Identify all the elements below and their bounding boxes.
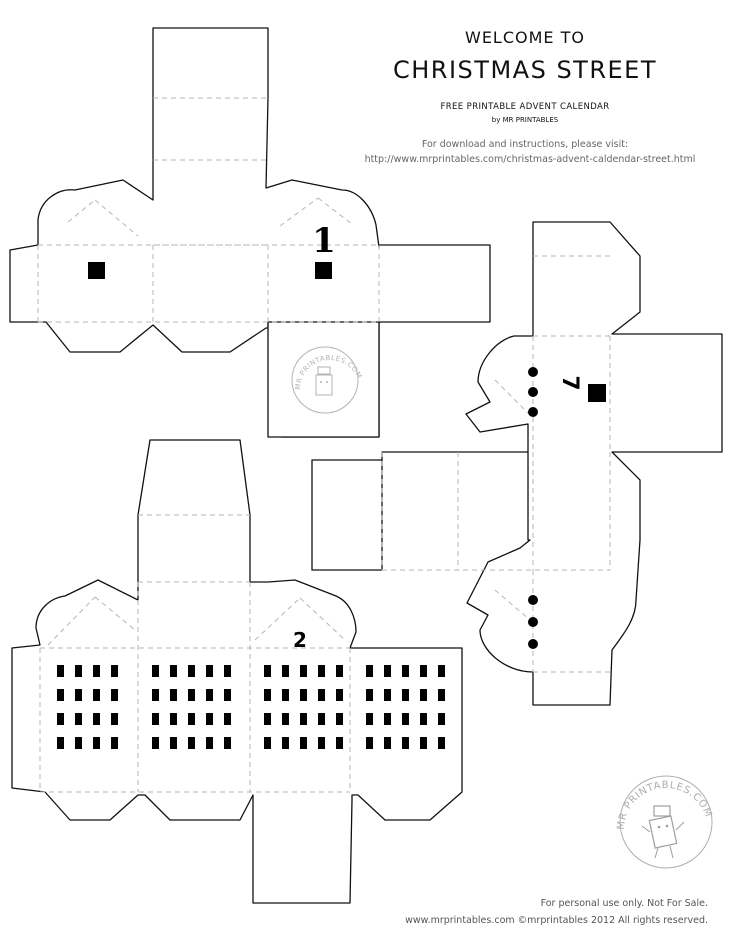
- subtitle: FREE PRINTABLE ADVENT CALENDAR: [440, 102, 610, 112]
- house-2-template: 2: [11, 439, 463, 904]
- window: [528, 639, 538, 649]
- window: [88, 262, 105, 279]
- house-1-number: 1: [312, 221, 336, 261]
- copyright-notice: www.mrprintables.com ©mrprintables 2012 …: [405, 915, 708, 926]
- window-grid-4: [366, 665, 445, 749]
- window: [315, 262, 332, 279]
- house-2-number: 2: [293, 628, 307, 652]
- window-grid-3: [264, 665, 343, 749]
- title-line-1: WELCOME TO: [465, 28, 585, 47]
- house-3-template: 7: [311, 221, 723, 706]
- window: [528, 617, 538, 627]
- page-title: CHRISTMAS STREET: [393, 56, 657, 84]
- window: [528, 387, 538, 397]
- window: [588, 384, 606, 402]
- download-url-link[interactable]: http://www.mrprintables.com/christmas-ad…: [364, 154, 696, 165]
- house-3-number: 7: [557, 375, 582, 390]
- window: [528, 407, 538, 417]
- byline: by MR PRINTABLES: [491, 116, 559, 124]
- svg-text:MR PRINTABLES.COM: MR PRINTABLES.COM: [616, 780, 714, 830]
- window: [528, 595, 538, 605]
- window: [528, 367, 538, 377]
- instructions-text: For download and instructions, please vi…: [421, 139, 629, 150]
- house-1-template: 1: [9, 27, 491, 438]
- window-grid-1: [57, 665, 118, 749]
- usage-notice: For personal use only. Not For Sale.: [540, 898, 708, 909]
- window-grid-2: [152, 665, 231, 749]
- watermark-stamp-large: MR PRINTABLES.COM: [616, 775, 714, 869]
